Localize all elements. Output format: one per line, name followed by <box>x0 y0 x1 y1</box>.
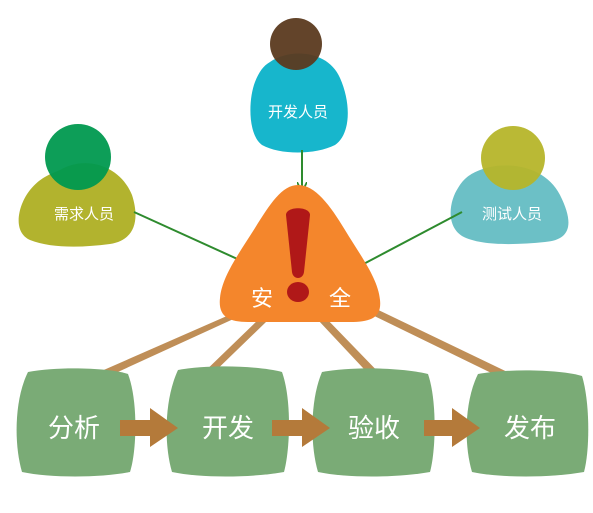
beam-to-release <box>362 304 520 384</box>
person-label-development: 开发人员 <box>268 103 328 121</box>
person-requirements: 需求人员 <box>18 124 136 247</box>
stage-development: 开发 <box>166 366 289 477</box>
arrow-analysis-to-development <box>120 408 178 447</box>
person-head-requirements <box>45 124 111 190</box>
arrow-testing-to-safety <box>356 211 463 268</box>
safety-beams <box>90 304 520 384</box>
person-body-testing <box>450 165 569 245</box>
stage-box-development <box>166 366 289 477</box>
person-body-development <box>250 53 348 153</box>
stage-label-analysis: 分析 <box>48 414 100 444</box>
exclamation-icon <box>286 208 310 278</box>
flow-arrows <box>120 408 480 447</box>
stage-box-acceptance <box>312 368 435 477</box>
person-head-testing <box>481 126 545 190</box>
stage-label-acceptance: 验收 <box>348 414 400 444</box>
person-label-requirements: 需求人员 <box>54 205 114 223</box>
person-testing: 测试人员 <box>450 126 569 245</box>
safety-char-right: 全 <box>329 287 351 312</box>
person-label-testing: 测试人员 <box>482 205 542 223</box>
stage-label-development: 开发 <box>202 414 254 444</box>
stage-release: 发布 <box>466 370 589 477</box>
role-arrows <box>133 150 463 268</box>
arrow-acceptance-to-release <box>424 408 480 447</box>
arrow-requirements-to-safety <box>133 211 244 262</box>
exclamation-dot-icon <box>287 282 309 302</box>
safety-char-left: 安 <box>251 287 273 312</box>
person-body-requirements <box>18 163 136 247</box>
person-development: 开发人员 <box>250 18 348 153</box>
stage-box-analysis <box>16 368 136 477</box>
stage-label-release: 发布 <box>504 414 556 444</box>
beam-to-analysis <box>90 312 240 382</box>
stage-analysis: 分析 <box>16 368 136 477</box>
person-head-development <box>270 18 322 70</box>
beam-to-development <box>198 318 266 382</box>
beam-to-acceptance <box>318 316 384 384</box>
stage-box-release <box>466 370 589 477</box>
arrow-development-to-acceptance <box>272 408 330 447</box>
stage-acceptance: 验收 <box>312 368 435 477</box>
safety-warning: 安 全 <box>219 185 381 322</box>
